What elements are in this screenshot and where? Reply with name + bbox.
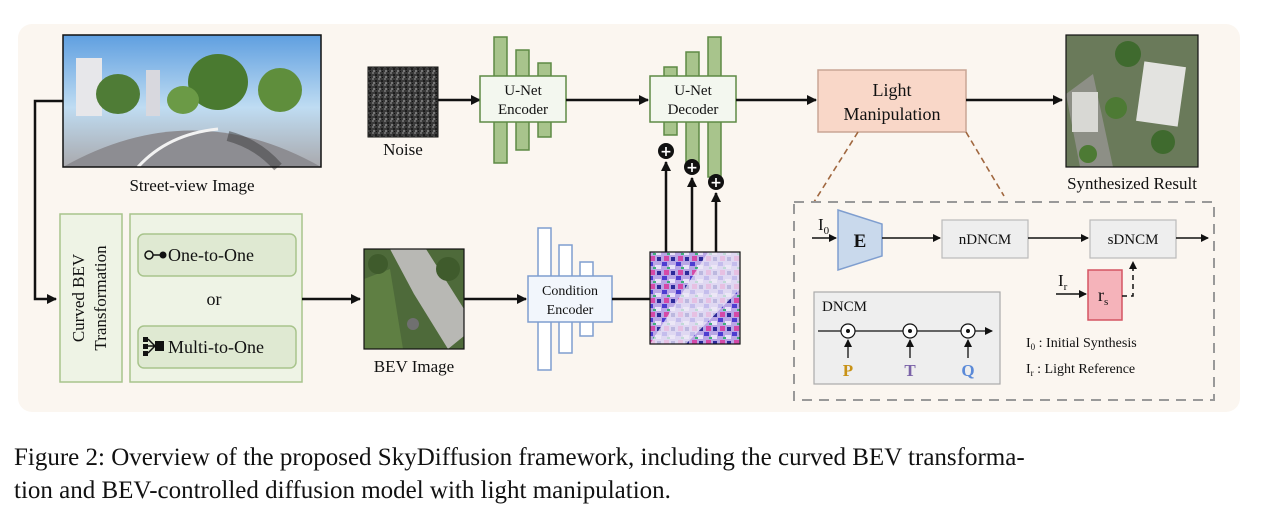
- multi-to-one-icon: [143, 337, 164, 356]
- one-to-one-label: One-to-One: [168, 245, 254, 265]
- light-manipulation-box: [817, 69, 967, 133]
- rs-label: rs: [1098, 285, 1108, 308]
- connector-right: [965, 131, 1005, 197]
- arrow-rs-to-sdncm: [1122, 261, 1137, 297]
- or-label: or: [207, 289, 222, 309]
- synthesized-result-image: [1065, 34, 1199, 168]
- caption-line-1: Figure 2: Overview of the proposed SkyDi…: [14, 444, 1025, 471]
- plus-circle-1: +: [658, 143, 674, 160]
- ndncm-label: nDNCM: [959, 232, 1012, 248]
- unet-encoder-box: [479, 75, 567, 123]
- curved-bev-line2: Transformation: [91, 245, 110, 351]
- unet-decoder-line1: U-Net: [674, 83, 712, 99]
- dncm-title: DNCM: [822, 299, 867, 315]
- ir-label: Ir: [1058, 271, 1068, 293]
- bev-image: [363, 248, 465, 350]
- noise-label: Noise: [383, 140, 423, 159]
- framework-diagram: Street-view Image Noise U-Net Encoder U-…: [33, 34, 1215, 401]
- light-manipulation-line2: Manipulation: [844, 104, 941, 124]
- e-label: E: [854, 231, 867, 252]
- unet-decoder-line2: Decoder: [668, 102, 719, 118]
- light-detail-panel: [793, 201, 1215, 401]
- plus-circle-2: +: [684, 159, 700, 176]
- q-label: Q: [961, 361, 974, 380]
- i0-label: I0: [818, 215, 830, 237]
- plus-circle-3: +: [708, 174, 724, 191]
- svg-text:+: +: [686, 160, 698, 176]
- light-manipulation-line1: Light: [873, 80, 912, 100]
- sdncm-box: [1089, 219, 1177, 259]
- noise-image: [367, 66, 439, 138]
- e-encoder-block: [837, 208, 883, 272]
- dncm-op-q: [960, 323, 976, 358]
- ndncm-box: [941, 219, 1029, 259]
- street-view-image: [62, 34, 322, 171]
- synthesized-result-label: Synthesized Result: [1067, 174, 1197, 193]
- curved-bev-line1: Curved BEV: [69, 253, 88, 342]
- svg-text:+: +: [710, 175, 722, 191]
- condition-encoder-line2: Encoder: [547, 303, 594, 318]
- one-to-one-icon: [144, 250, 167, 260]
- arrow-street-to-bev-transform: [33, 99, 63, 304]
- dncm-op-p: [840, 323, 856, 358]
- legend-ir: Ir : Light Reference: [1026, 362, 1135, 378]
- rs-box: [1087, 269, 1123, 321]
- caption-line-2: tion and BEV-controlled diffusion model …: [14, 477, 671, 504]
- legend-i0: I0 : Initial Synthesis: [1026, 336, 1137, 352]
- street-view-label: Street-view Image: [129, 176, 254, 195]
- connector-left: [813, 131, 859, 203]
- figure-caption: Figure 2: Overview of the proposed SkyDi…: [14, 441, 1250, 507]
- one-to-one-box: [137, 233, 297, 277]
- condition-encoder-box: [527, 275, 613, 323]
- condition-feature-map: [649, 251, 741, 345]
- dncm-op-t: [902, 323, 918, 358]
- p-label: P: [843, 361, 853, 380]
- bev-image-label: BEV Image: [374, 357, 454, 376]
- sdncm-label: sDNCM: [1108, 232, 1159, 248]
- condition-encoder-line1: Condition: [542, 284, 598, 299]
- figure-panel: Street-view Image Noise U-Net Encoder U-…: [18, 24, 1240, 412]
- t-label: T: [904, 361, 916, 380]
- multi-to-one-label: Multi-to-One: [168, 337, 264, 357]
- unet-encoder-line2: Encoder: [498, 102, 548, 118]
- unet-decoder-box: [649, 75, 737, 123]
- unet-encoder-line1: U-Net: [504, 83, 542, 99]
- curved-bev-box: [59, 213, 123, 383]
- svg-text:+: +: [660, 144, 672, 160]
- multi-to-one-box: [137, 325, 297, 369]
